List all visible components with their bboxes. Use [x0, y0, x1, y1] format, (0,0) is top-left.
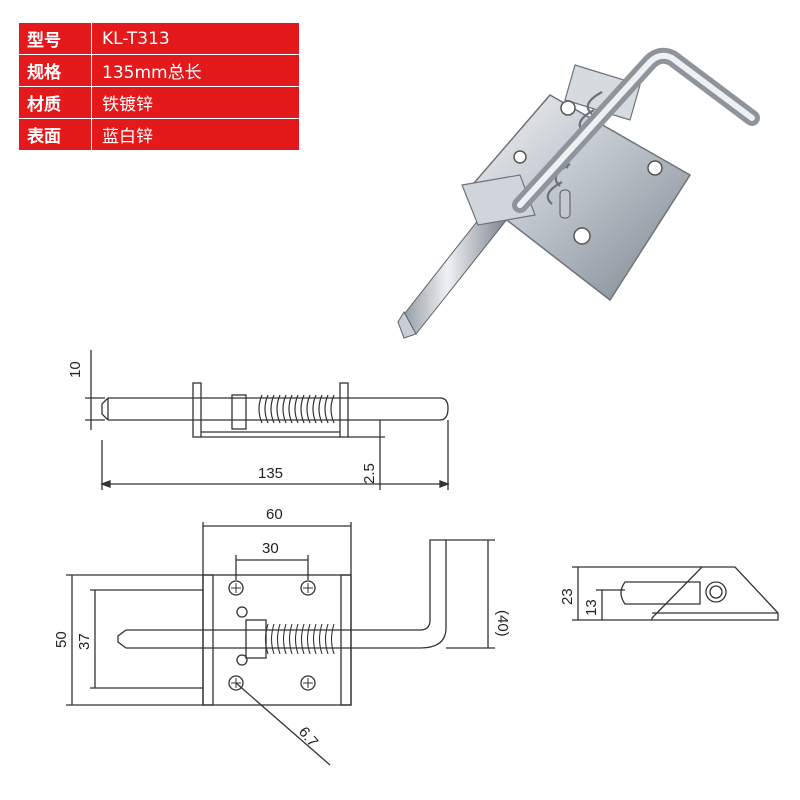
- dim-label-50: 50: [53, 631, 70, 648]
- end-pin: [620, 581, 701, 605]
- spec-label: 型号: [18, 22, 92, 55]
- photo-hole: [647, 160, 663, 176]
- photo-flange-top: [564, 64, 641, 121]
- dim-label-40: (40): [494, 610, 511, 637]
- front-hole: [300, 580, 316, 596]
- end-hole: [705, 581, 727, 603]
- spec-label: 表面: [18, 118, 92, 151]
- dim-label-30: 30: [262, 540, 279, 557]
- dim-label-6-7: 6.7: [295, 724, 321, 751]
- end-bracket: [651, 566, 779, 621]
- dim-label-2-5: 2.5: [361, 463, 378, 484]
- photo-pin: [397, 204, 509, 335]
- side-bracket: [192, 382, 202, 438]
- spec-row-surface: 表面 蓝白锌: [18, 118, 300, 151]
- dim-label-135: 135: [258, 465, 283, 482]
- photo-stop-pin: [559, 189, 571, 219]
- end-view: [572, 566, 779, 621]
- side-stop-pin: [231, 394, 247, 430]
- front-rod: [117, 629, 420, 649]
- front-hole: [228, 675, 244, 691]
- spec-table: 型号 KL-T313 规格 135mm总长 材质 铁镀锌 表面 蓝白锌: [18, 22, 300, 151]
- spec-row-material: 材质 铁镀锌: [18, 86, 300, 119]
- front-spring: [264, 623, 335, 655]
- photo-hole: [560, 100, 576, 116]
- dim-leader-6-7: [235, 682, 331, 766]
- spec-row-model: 型号 KL-T313: [18, 22, 300, 55]
- side-rod: [108, 397, 449, 421]
- spec-label: 材质: [18, 86, 92, 119]
- side-view: [85, 350, 450, 490]
- dim-label-60: 60: [266, 506, 283, 523]
- product-photo: [397, 47, 760, 339]
- dim-label-13: 13: [583, 599, 600, 616]
- front-view: [66, 522, 495, 766]
- dim-label-10: 10: [67, 361, 84, 378]
- front-handle: [419, 539, 447, 649]
- spec-value: KL-T313: [91, 22, 300, 55]
- front-hole: [228, 580, 244, 596]
- spec-value: 铁镀锌: [91, 86, 300, 119]
- photo-hole: [513, 150, 527, 164]
- spec-label: 规格: [18, 54, 92, 87]
- front-stop-pin: [236, 654, 248, 666]
- front-stop-pin: [236, 606, 248, 618]
- photo-hole: [573, 227, 591, 245]
- dim-label-37: 37: [76, 633, 93, 650]
- front-hole: [300, 675, 316, 691]
- side-rod-tip: [101, 397, 109, 421]
- side-spring: [258, 394, 335, 424]
- photo-pin-tip: [397, 310, 417, 339]
- photo-base-plate: [466, 94, 692, 302]
- dim-label-23: 23: [559, 588, 576, 605]
- photo-flange-bottom: [461, 174, 536, 226]
- spec-value: 蓝白锌: [91, 118, 300, 151]
- side-bracket: [339, 382, 349, 438]
